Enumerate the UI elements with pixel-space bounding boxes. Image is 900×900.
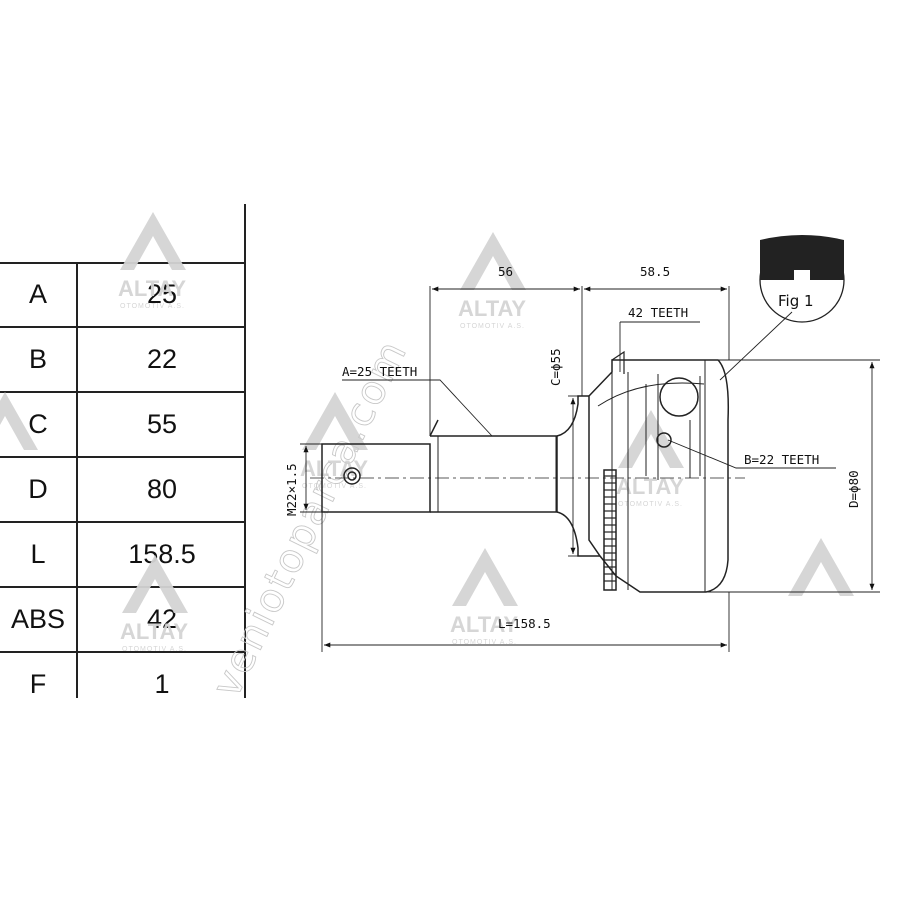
abs-ring bbox=[603, 469, 617, 591]
table-rule bbox=[0, 456, 246, 458]
watermark-brand: ALTAY bbox=[300, 456, 368, 481]
spline-shaft bbox=[430, 435, 558, 513]
altay-logo: ALTAY OTOMOTIV A.S. bbox=[450, 548, 518, 646]
spline-hatch bbox=[437, 436, 557, 512]
spec-key: A bbox=[28, 279, 47, 309]
center-mark bbox=[656, 432, 672, 448]
watermark-brand-sub: OTOMOTIV A.S. bbox=[120, 303, 185, 310]
watermark-logos: ALTAY OTOMOTIV A.S. ALTAY OTOMOTIV A.S. … bbox=[0, 212, 854, 653]
c-diameter-label: C=ϕ55 bbox=[548, 348, 563, 386]
fig1-label: Fig 1 bbox=[778, 292, 814, 310]
table-column-divider bbox=[76, 262, 78, 698]
spec-row-abs: ABS 42 bbox=[0, 587, 246, 652]
altay-logo: ALTAY OTOMOTIV A.S. bbox=[458, 232, 526, 330]
b-teeth-label: B=22 TEETH bbox=[744, 452, 819, 467]
spec-key: F bbox=[29, 669, 47, 699]
length-label: L=158.5 bbox=[498, 616, 551, 631]
table-rule bbox=[0, 651, 246, 653]
altay-logo-partial bbox=[788, 538, 854, 596]
abs-teeth bbox=[604, 475, 616, 582]
spec-key: D bbox=[28, 474, 48, 504]
watermark-brand-sub: OTOMOTIV A.S. bbox=[302, 483, 367, 490]
table-rule bbox=[0, 391, 246, 393]
watermark-brand: ALTAY bbox=[616, 474, 684, 499]
watermark-url: veniotoparca.com bbox=[204, 332, 417, 704]
table-rule bbox=[0, 586, 246, 588]
watermark-brand-sub: OTOMOTIV A.S. bbox=[122, 646, 187, 653]
dimension-lines bbox=[300, 286, 880, 652]
altay-logo: ALTAY OTOMOTIV A.S. bbox=[120, 555, 188, 653]
d-diameter-label: D=ϕ80 bbox=[846, 470, 861, 508]
altay-logo-partial bbox=[0, 392, 38, 450]
ball-bearing bbox=[659, 377, 699, 417]
table-rule bbox=[0, 326, 246, 328]
spec-key: B bbox=[28, 344, 47, 374]
watermark-brand-sub: OTOMOTIV A.S. bbox=[460, 323, 525, 330]
thread-label: M22×1.5 bbox=[284, 463, 299, 516]
spec-value: 25 bbox=[146, 279, 178, 309]
watermark-brand: ALTAY bbox=[118, 276, 186, 301]
altay-logo: ALTAY OTOMOTIV A.S. bbox=[118, 212, 186, 310]
spec-key: L bbox=[30, 539, 46, 569]
watermark-brand-sub: OTOMOTIV A.S. bbox=[618, 501, 683, 508]
spec-row-f: F 1 bbox=[0, 652, 246, 717]
spec-row-c: C 55 bbox=[0, 392, 246, 457]
spec-value: 80 bbox=[146, 474, 178, 504]
spec-row-d: D 80 bbox=[0, 457, 246, 522]
watermark-brand: ALTAY bbox=[120, 619, 188, 644]
spec-value: 55 bbox=[146, 409, 178, 439]
spec-row-a: A 25 bbox=[0, 262, 246, 327]
spec-key: ABS bbox=[10, 604, 66, 634]
a-teeth-label: A=25 TEETH bbox=[342, 364, 417, 379]
spec-row-l: L 158.5 bbox=[0, 522, 246, 587]
dim-56-label: 56 bbox=[498, 264, 513, 279]
dim-58-5-label: 58.5 bbox=[640, 264, 670, 279]
table-rule bbox=[0, 262, 246, 264]
watermark-brand: ALTAY bbox=[458, 296, 526, 321]
fig1-detail: Fig 1 bbox=[759, 235, 845, 323]
altay-logo: ALTAY OTOMOTIV A.S. bbox=[300, 392, 368, 490]
spec-value: 158.5 bbox=[128, 539, 196, 569]
spec-key: C bbox=[28, 409, 48, 439]
table-rule bbox=[0, 521, 246, 523]
watermark-brand: ALTAY bbox=[450, 612, 518, 637]
altay-logo: ALTAY OTOMOTIV A.S. bbox=[616, 410, 684, 508]
spec-value: 22 bbox=[146, 344, 178, 374]
spec-row-b: B 22 bbox=[0, 327, 246, 392]
abs-teeth-label: 42 TEETH bbox=[628, 305, 688, 320]
spec-value: 1 bbox=[154, 669, 170, 699]
joint-housing bbox=[588, 359, 730, 593]
table-outer-border bbox=[244, 204, 246, 698]
